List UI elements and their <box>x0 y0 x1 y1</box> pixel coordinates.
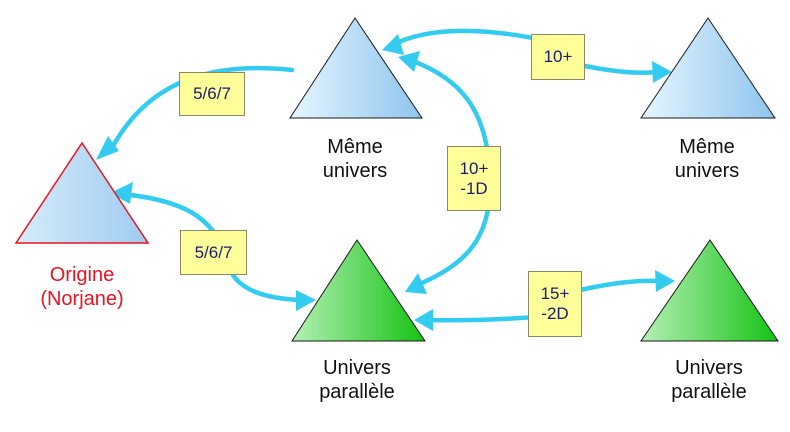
tag-same-to-same: 10+ <box>531 34 585 80</box>
arrowhead-parallel1-bottom <box>414 309 433 331</box>
same-universe-label-2: Même univers <box>652 135 762 183</box>
arrowhead-parallel2 <box>655 270 675 292</box>
arrow-same2-to-same1 <box>387 28 555 49</box>
arrow-to-parallel2 <box>577 278 664 293</box>
same-universe-triangle-2 <box>640 17 776 119</box>
tag-text: 10+ <box>543 47 573 66</box>
tag-parallel-to-origin: 5/6/7 <box>180 230 247 275</box>
origin-triangle <box>14 141 150 244</box>
label-line2: univers <box>322 160 388 182</box>
origin-label-line2: (Norjane) <box>40 288 124 310</box>
parallel-universe-label-2: Univers parallèle <box>652 356 766 404</box>
arrowhead-origin-side <box>110 182 133 204</box>
arrowhead-same2 <box>652 61 672 83</box>
parallel-universe-triangle-1 <box>291 239 426 342</box>
tag-text: 5/6/7 <box>193 84 231 103</box>
arrowhead-same1-bottom <box>398 51 420 72</box>
tag-parallel-to-parallel: 15+ -2D <box>528 271 582 337</box>
label-line1: Même <box>679 136 735 158</box>
label-line1: Même <box>327 136 383 158</box>
origin-label: Origine (Norjane) <box>22 263 142 311</box>
origin-label-line1: Origine <box>49 264 115 286</box>
label-line2: parallèle <box>671 381 747 403</box>
label-line2: univers <box>674 160 740 182</box>
label-line1: Univers <box>323 357 391 379</box>
arrowhead-parallel1-right <box>405 273 427 294</box>
tag-text: 5/6/7 <box>194 242 233 262</box>
label-line2: parallèle <box>319 381 395 403</box>
arrowhead-parallel1-left <box>296 290 316 311</box>
same-universe-label-1: Même univers <box>300 135 410 183</box>
arrowhead-origin-top <box>96 136 119 160</box>
parallel-universe-triangle-2 <box>640 239 779 342</box>
tag-text: -1D <box>460 178 488 198</box>
label-line1: Univers <box>675 357 743 379</box>
parallel-universe-label-1: Univers parallèle <box>300 356 414 404</box>
arrowhead-same1-right <box>382 34 404 55</box>
arrow-to-same2 <box>582 63 661 75</box>
tag-same-to-parallel: 10+ -1D <box>447 146 501 211</box>
tag-text: -2D <box>541 304 569 323</box>
tag-text: 10+ <box>459 158 489 178</box>
tag-text: 15+ <box>540 284 570 303</box>
tag-same-to-origin: 5/6/7 <box>179 72 245 116</box>
same-universe-triangle-1 <box>289 17 423 119</box>
